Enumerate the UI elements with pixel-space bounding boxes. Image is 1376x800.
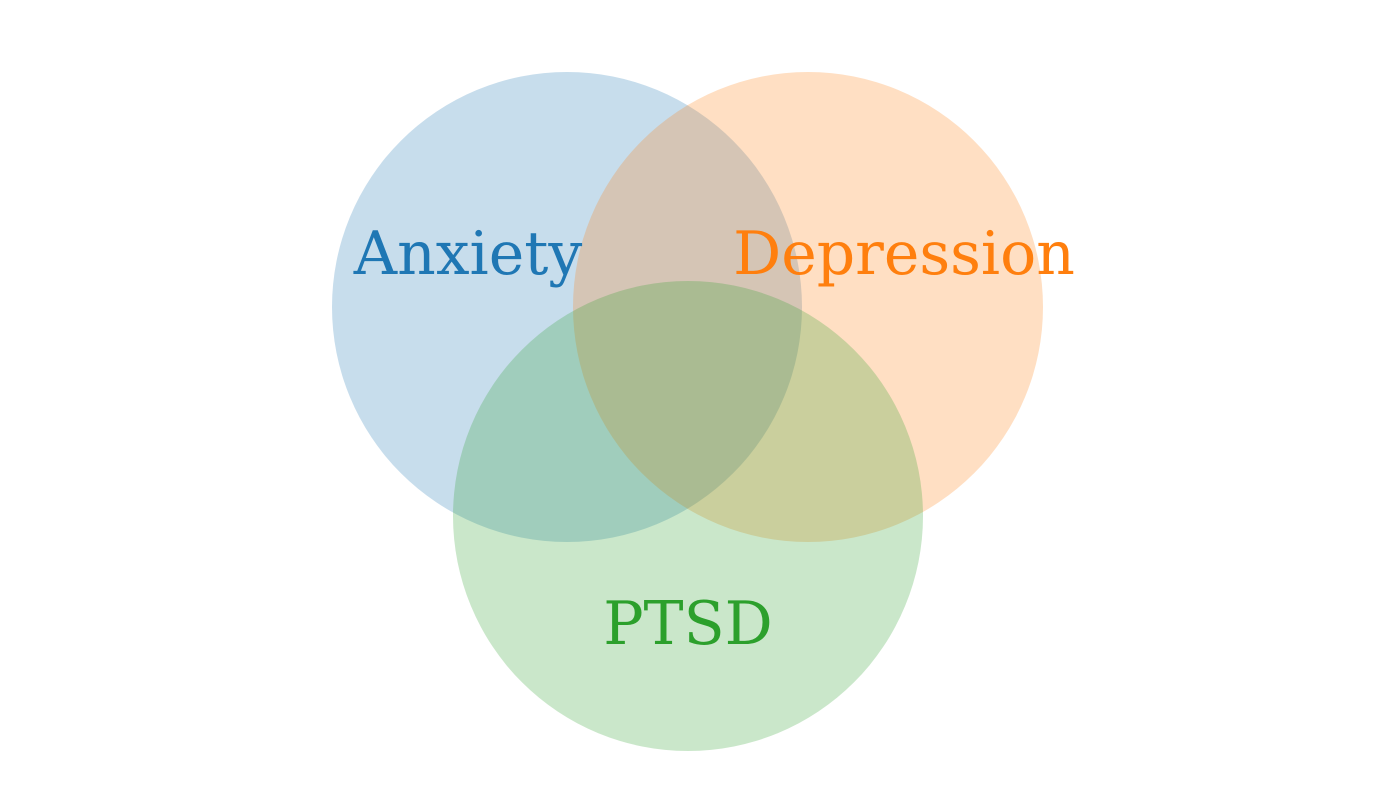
anxiety-label: Anxiety	[353, 219, 583, 289]
depression-circle	[573, 72, 1043, 542]
ptsd-label: PTSD	[603, 589, 773, 659]
anxiety-circle	[332, 72, 802, 542]
depression-label: Depression	[733, 219, 1075, 289]
ptsd-circle	[453, 281, 923, 751]
